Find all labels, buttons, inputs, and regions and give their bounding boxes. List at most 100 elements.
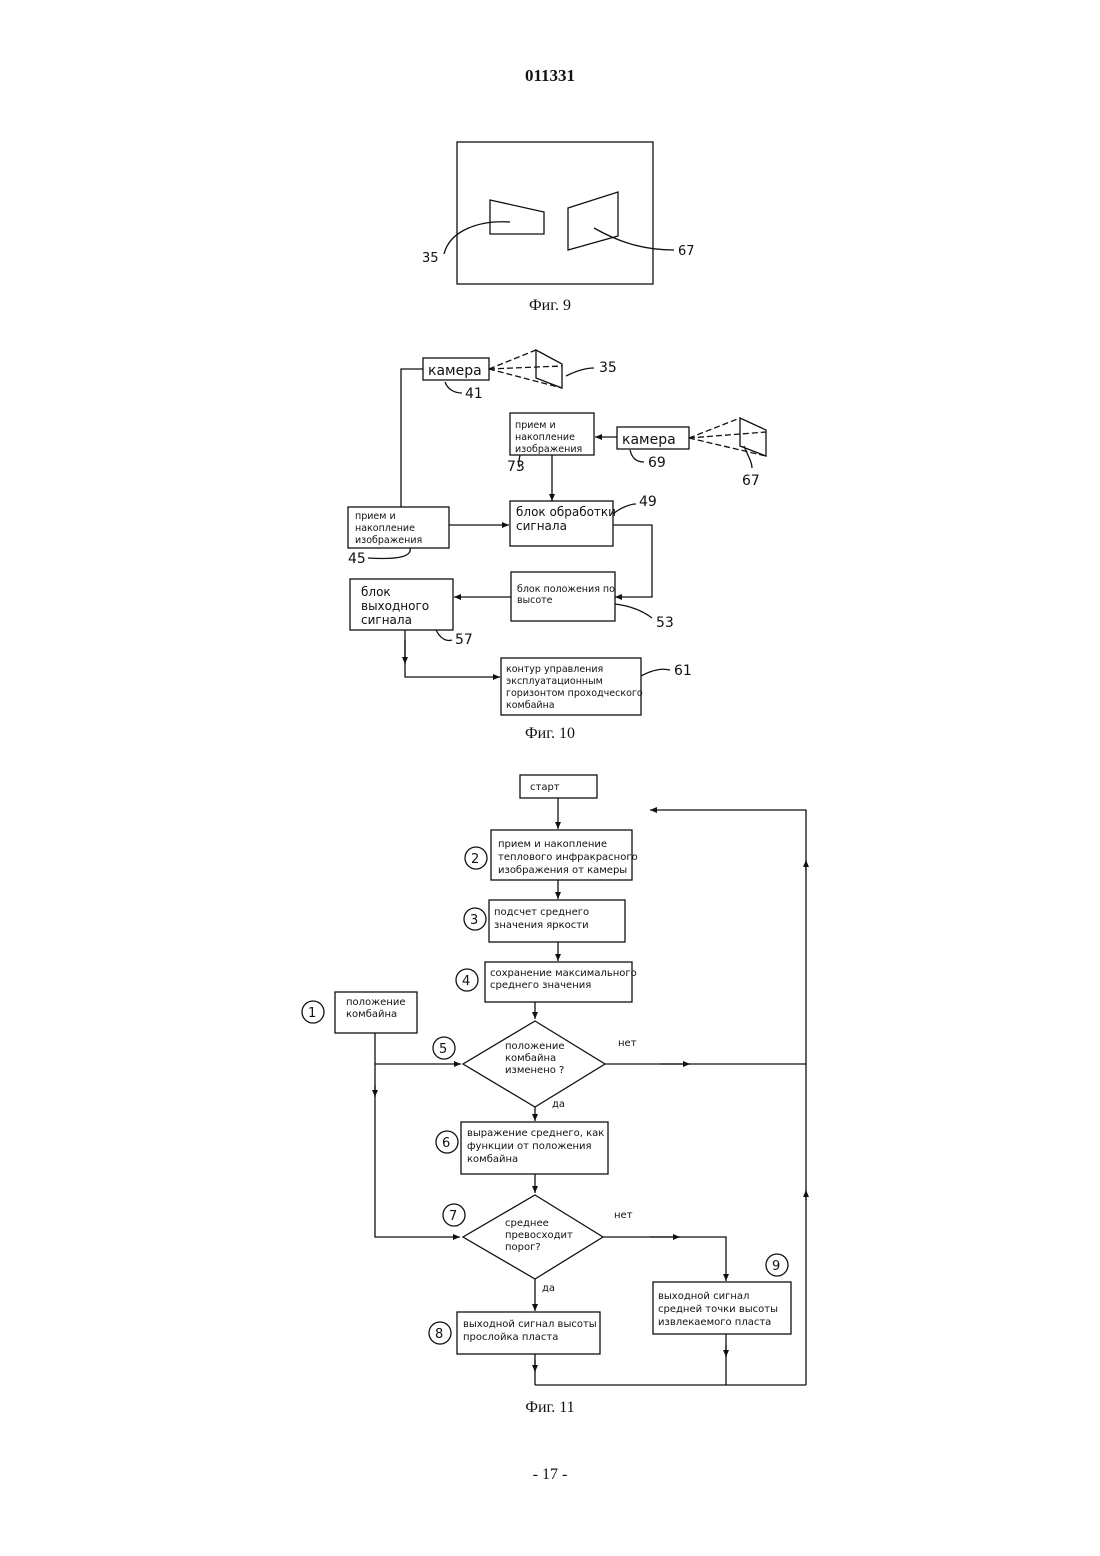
step2-number: 2 — [471, 852, 479, 867]
figure-9: 35 67 — [422, 142, 695, 284]
step9-line2: средней точки высоты — [658, 1304, 778, 1315]
fig9-label-35: 35 — [422, 251, 439, 266]
leader-69 — [630, 450, 644, 462]
step7-no-line — [603, 1237, 726, 1281]
step3-number: 3 — [470, 913, 478, 928]
fig10-label-45: 45 — [348, 551, 366, 567]
camera-41-label: камера — [428, 363, 482, 379]
step2-line3: изображения от камеры — [498, 865, 627, 876]
step1-number: 1 — [308, 1006, 316, 1021]
fig9-image-35 — [490, 200, 544, 234]
step9-number: 9 — [772, 1259, 780, 1274]
fig9-image-67 — [568, 192, 618, 250]
figure-11: старт прием и накопление теплового инфра… — [302, 775, 806, 1385]
step6-number: 6 — [442, 1136, 450, 1151]
fig10-label-67: 67 — [742, 473, 760, 489]
fig9-leader-35 — [444, 222, 510, 254]
step5-number: 5 — [439, 1042, 447, 1057]
height-53-line2: высоте — [517, 595, 553, 606]
step1-line2: комбайна — [346, 1009, 397, 1020]
connector-41-45 — [401, 369, 423, 507]
step7-number: 7 — [449, 1209, 457, 1224]
step3-line2: значения яркости — [494, 920, 589, 931]
arrow-49-53 — [613, 525, 652, 597]
step1-line1: положение — [346, 997, 406, 1008]
step5-line1: положение — [505, 1041, 565, 1052]
height-53-line1: блок положения по — [517, 584, 615, 595]
leader-49 — [613, 504, 636, 514]
step7-yes-label: да — [542, 1283, 555, 1294]
leader-45 — [368, 548, 410, 559]
step5-no-label: нет — [618, 1038, 637, 1049]
out-57-line1: блок — [361, 585, 391, 599]
fig11-caption: Фиг. 11 — [0, 1399, 1100, 1417]
step9-line3: извлекаемого пласта — [658, 1317, 771, 1328]
step7-line1: среднее — [505, 1218, 549, 1229]
acq-73-line1: прием и — [515, 420, 556, 431]
leader-57 — [436, 630, 452, 641]
step7-no-label: нет — [614, 1210, 633, 1221]
arrow-57-61 — [405, 630, 500, 677]
camera-41-ray — [489, 350, 536, 369]
step6-line2: функции от положения — [467, 1141, 592, 1152]
ctrl-61-line1: контур управления — [506, 664, 603, 675]
fig10-label-35: 35 — [599, 360, 617, 376]
fig9-frame — [457, 142, 653, 284]
proc-49-line1: блок обработки — [516, 505, 616, 519]
step5-yes-label: да — [552, 1099, 565, 1110]
ctrl-61-line4: комбайна — [506, 700, 555, 711]
start-label: старт — [530, 782, 560, 793]
page-number: - 17 - — [0, 1466, 1100, 1484]
acq-45-line1: прием и — [355, 511, 396, 522]
acq-45-line2: накопление — [355, 523, 415, 534]
fig10-label-61: 61 — [674, 663, 692, 679]
fig10-label-53: 53 — [656, 615, 674, 631]
leader-41 — [445, 382, 462, 393]
step8-line2: прослойка пласта — [463, 1332, 558, 1343]
step9-line1: выходной сигнал — [658, 1291, 749, 1302]
fig10-label-69: 69 — [648, 455, 666, 471]
step6-line1: выражение среднего, как — [467, 1128, 604, 1139]
step4-line2: среднего значения — [490, 980, 591, 991]
camera-41-ray — [489, 369, 562, 388]
fig9-caption: Фиг. 9 — [0, 297, 1100, 315]
out-57-line3: сигнала — [361, 613, 412, 627]
ctrl-61-line3: горизонтом проходческого — [506, 688, 643, 699]
fig10-caption: Фиг. 10 — [0, 725, 1100, 743]
step8-line1: выходной сигнал высоты — [463, 1319, 597, 1330]
step5-line2: комбайна — [505, 1053, 556, 1064]
step4-line1: сохранение максимального — [490, 968, 637, 979]
leader-53 — [615, 604, 652, 618]
step3-line1: подсчет среднего — [494, 907, 589, 918]
acq-73-line2: накопление — [515, 432, 575, 443]
leader-35 — [566, 368, 594, 376]
leader-61 — [641, 669, 670, 676]
acq-45-line3: изображения — [355, 535, 422, 546]
figure-10: камера 35 41 прием и накопление изображе… — [348, 350, 766, 715]
camera-69-label: камера — [622, 432, 676, 448]
step6-line3: комбайна — [467, 1154, 518, 1165]
step8-number: 8 — [435, 1327, 443, 1342]
acq-73-line3: изображения — [515, 444, 582, 455]
fig10-label-57: 57 — [455, 632, 473, 648]
step2-line2: теплового инфракрасного — [498, 852, 638, 863]
step7-line3: порог? — [505, 1242, 541, 1253]
camera-69-ray — [689, 438, 766, 456]
step4-number: 4 — [462, 974, 470, 989]
fig10-label-49: 49 — [639, 494, 657, 510]
step5-diamond — [463, 1021, 605, 1107]
camera-41-ray — [489, 366, 562, 369]
step2-line1: прием и накопление — [498, 839, 607, 850]
out-57-line2: выходного — [361, 599, 429, 613]
fig9-label-67: 67 — [678, 244, 695, 259]
proc-49-line2: сигнала — [516, 519, 567, 533]
step7-line2: превосходит — [505, 1230, 573, 1241]
target-35-shape — [536, 350, 562, 388]
camera-69-ray — [689, 418, 740, 438]
ctrl-61-line2: эксплуатационным — [506, 676, 603, 687]
fig10-label-41: 41 — [465, 386, 483, 402]
fig10-label-73: 73 — [507, 459, 525, 475]
step5-line3: изменено ? — [505, 1065, 564, 1076]
